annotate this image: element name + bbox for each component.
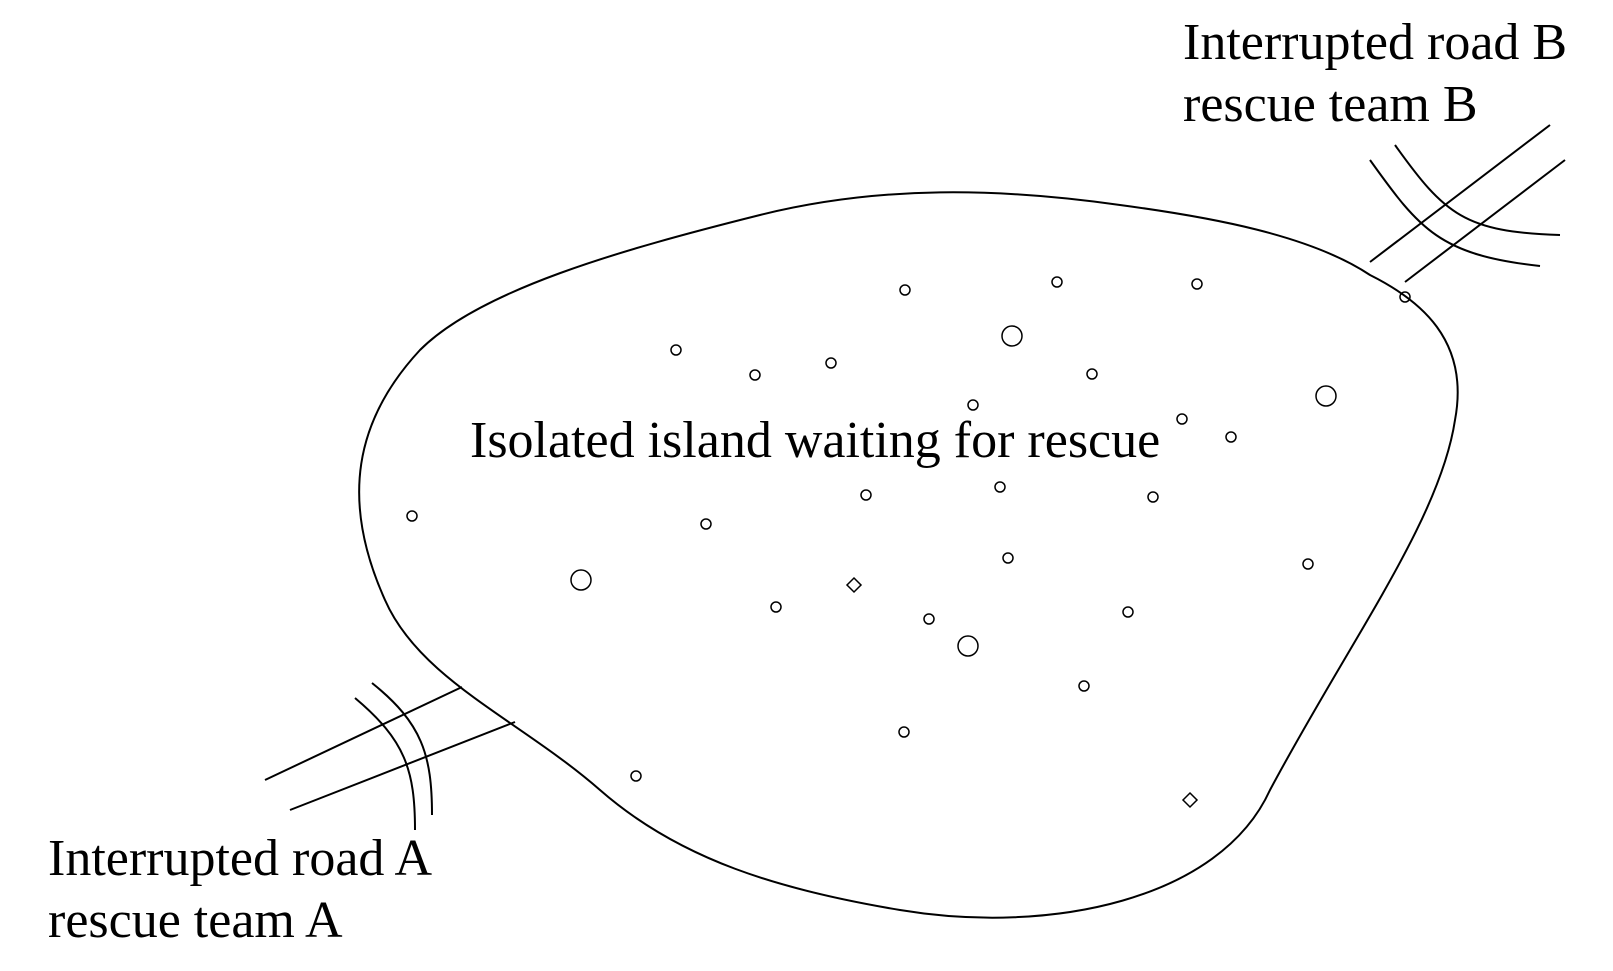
island-outline <box>358 191 1459 919</box>
road-a-label: Interrupted road A rescue team A <box>48 828 432 952</box>
dot <box>1147 491 1159 503</box>
diamond <box>1181 791 1199 809</box>
dot <box>570 569 592 591</box>
dot <box>1302 558 1314 570</box>
dot <box>749 369 761 381</box>
dot <box>1176 413 1188 425</box>
dot <box>670 344 682 356</box>
island-dots <box>406 276 1411 782</box>
dot <box>630 770 642 782</box>
dot <box>994 481 1006 493</box>
dot <box>1191 278 1203 290</box>
dot <box>700 518 712 530</box>
diamond <box>845 576 863 594</box>
dot <box>1399 291 1411 303</box>
dot <box>825 357 837 369</box>
island-label: Isolated island waiting for rescue <box>470 412 1161 469</box>
dot <box>1315 385 1337 407</box>
dot <box>898 726 910 738</box>
dot <box>957 635 979 657</box>
dot <box>899 284 911 296</box>
dot <box>770 601 782 613</box>
interrupted-road-b <box>1369 124 1566 283</box>
dot <box>1225 431 1237 443</box>
dot <box>860 489 872 501</box>
road-a-title: Interrupted road A <box>48 830 433 887</box>
island-diamonds <box>845 576 1199 809</box>
dot <box>1001 325 1023 347</box>
dot <box>406 510 418 522</box>
dot <box>967 399 979 411</box>
dot <box>1051 276 1063 288</box>
road-b-title: Interrupted road B <box>1183 14 1568 71</box>
interrupted-road-a <box>264 682 516 831</box>
road-b-label: Interrupted road B rescue team B <box>1183 12 1567 136</box>
dot <box>1002 552 1014 564</box>
dot <box>1122 606 1134 618</box>
dot <box>923 613 935 625</box>
road-b-team: rescue team B <box>1183 76 1478 133</box>
dot <box>1078 680 1090 692</box>
road-a-team: rescue team A <box>48 892 343 949</box>
dot <box>1086 368 1098 380</box>
